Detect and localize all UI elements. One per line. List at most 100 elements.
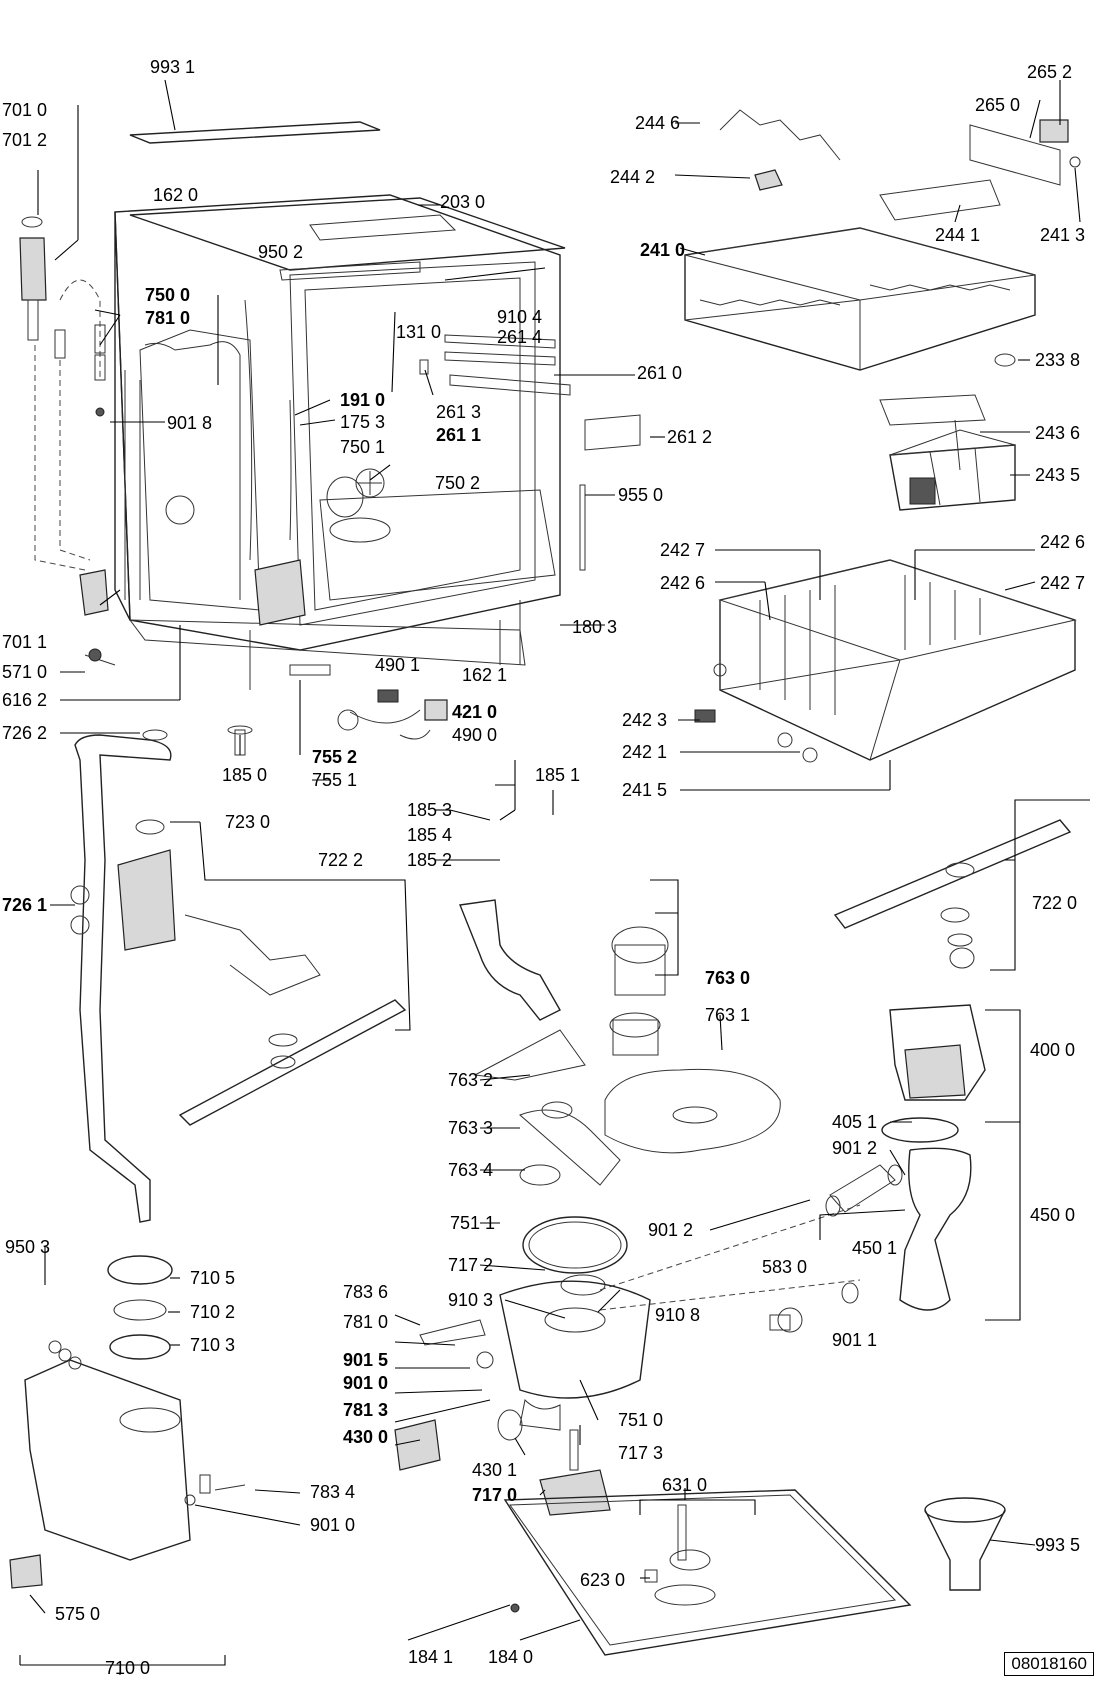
label-261-3: 261 3 xyxy=(436,402,482,422)
label-203-0: 203 0 xyxy=(440,192,486,212)
label-185-2: 185 2 xyxy=(407,850,453,870)
label-717-2: 717 2 xyxy=(448,1255,494,1275)
label-901-8: 901 8 xyxy=(167,413,213,433)
label-191-0: 191 0 xyxy=(340,390,386,410)
label-241-5: 241 5 xyxy=(622,780,668,800)
label-901-5: 901 5 xyxy=(343,1350,389,1370)
label-710-2: 710 2 xyxy=(190,1302,236,1322)
label-261-1: 261 1 xyxy=(436,425,482,445)
upper-spray-arm-part xyxy=(833,819,1072,969)
label-261-4: 261 4 xyxy=(497,327,543,347)
label-763-4: 763 4 xyxy=(448,1160,494,1180)
label-726-1: 726 1 xyxy=(2,895,48,915)
base-plate-part xyxy=(503,1489,912,1656)
label-185-1: 185 1 xyxy=(535,765,581,785)
label-710-0: 710 0 xyxy=(105,1658,151,1678)
label-710-3: 710 3 xyxy=(190,1335,236,1355)
label-993-1: 993 1 xyxy=(150,57,196,77)
label-755-2: 755 2 xyxy=(312,747,358,767)
label-750-2: 750 2 xyxy=(435,473,481,493)
label-162-0: 162 0 xyxy=(153,185,199,205)
label-185-3: 185 3 xyxy=(407,800,453,820)
label-726-2: 726 2 xyxy=(2,723,48,743)
label-450-0: 450 0 xyxy=(1030,1205,1076,1225)
label-261-2: 261 2 xyxy=(667,427,713,447)
label-185-0: 185 0 xyxy=(222,765,268,785)
label-701-0: 701 0 xyxy=(2,100,48,120)
label-490-1: 490 1 xyxy=(375,655,421,675)
label-241-0: 241 0 xyxy=(640,240,686,260)
label-950-3: 950 3 xyxy=(5,1237,51,1257)
label-750-1: 750 1 xyxy=(340,437,386,457)
label-583-0: 583 0 xyxy=(762,1257,808,1277)
drawing-number: 08018160 xyxy=(1004,1652,1094,1676)
label-244-1: 244 1 xyxy=(935,225,981,245)
leader-lines xyxy=(29,80,1090,1641)
label-717-3: 717 3 xyxy=(618,1443,664,1463)
cable-part xyxy=(227,664,448,756)
label-781-0-bottom: 781 0 xyxy=(343,1312,389,1332)
label-400-0: 400 0 xyxy=(1030,1040,1076,1060)
label-710-5: 710 5 xyxy=(190,1268,236,1288)
label-722-2: 722 2 xyxy=(318,850,364,870)
top-strip-part xyxy=(129,79,381,144)
pump-housing-part xyxy=(599,1004,986,1333)
label-242-6-right: 242 6 xyxy=(1040,532,1086,552)
inlet-hose-part xyxy=(19,216,116,666)
label-901-1: 901 1 xyxy=(832,1330,878,1350)
main-sump-part xyxy=(394,1280,651,1516)
label-723-0: 723 0 xyxy=(225,812,271,832)
label-783-6: 783 6 xyxy=(343,1282,389,1302)
label-751-1: 751 1 xyxy=(450,1213,496,1233)
label-244-6: 244 6 xyxy=(635,113,681,133)
label-242-1: 242 1 xyxy=(622,742,668,762)
label-244-2: 244 2 xyxy=(610,167,656,187)
label-233-8: 233 8 xyxy=(1035,350,1081,370)
label-242-7-left: 242 7 xyxy=(660,540,706,560)
label-781-3: 781 3 xyxy=(343,1400,389,1420)
label-993-5: 993 5 xyxy=(1035,1535,1081,1555)
tub-frame-part xyxy=(114,194,641,690)
label-131-0: 131 0 xyxy=(396,322,442,342)
label-910-4: 910 4 xyxy=(497,307,543,327)
label-616-2: 616 2 xyxy=(2,690,48,710)
label-265-0: 265 0 xyxy=(975,95,1021,115)
label-184-1: 184 1 xyxy=(408,1647,454,1667)
label-261-0: 261 0 xyxy=(637,363,683,383)
label-241-3: 241 3 xyxy=(1040,225,1086,245)
label-755-1: 755 1 xyxy=(312,770,358,790)
label-955-0: 955 0 xyxy=(618,485,664,505)
label-184-0: 184 0 xyxy=(488,1647,534,1667)
water-softener-part xyxy=(9,1255,246,1675)
label-631-0: 631 0 xyxy=(662,1475,708,1495)
label-421-0: 421 0 xyxy=(452,702,498,722)
upper-basket-part xyxy=(684,109,1081,371)
label-185-4: 185 4 xyxy=(407,825,453,845)
label-575-0: 575 0 xyxy=(55,1604,101,1624)
label-701-1: 701 1 xyxy=(2,632,48,652)
label-763-0: 763 0 xyxy=(705,968,751,988)
label-242-6-left: 242 6 xyxy=(660,573,706,593)
cutlery-basket-part xyxy=(879,394,1016,511)
label-430-1: 430 1 xyxy=(472,1460,518,1480)
label-243-5: 243 5 xyxy=(1035,465,1081,485)
label-180-3: 180 3 xyxy=(572,617,618,637)
label-783-4: 783 4 xyxy=(310,1482,356,1502)
label-430-0: 430 0 xyxy=(343,1427,389,1447)
label-623-0: 623 0 xyxy=(580,1570,626,1590)
label-405-1: 405 1 xyxy=(832,1112,878,1132)
label-175-3: 175 3 xyxy=(340,412,386,432)
label-265-2: 265 2 xyxy=(1027,62,1073,82)
label-950-2: 950 2 xyxy=(258,242,304,262)
label-910-3: 910 3 xyxy=(448,1290,494,1310)
label-701-2: 701 2 xyxy=(2,130,48,150)
filter-sump-part xyxy=(459,899,781,1296)
label-243-6: 243 6 xyxy=(1035,423,1081,443)
label-763-1: 763 1 xyxy=(705,1005,751,1025)
lower-basket-part xyxy=(694,559,1077,763)
funnel-part xyxy=(924,1497,1006,1591)
label-901-0-bottom: 901 0 xyxy=(310,1515,356,1535)
label-751-0: 751 0 xyxy=(618,1410,664,1430)
label-910-8: 910 8 xyxy=(655,1305,701,1325)
